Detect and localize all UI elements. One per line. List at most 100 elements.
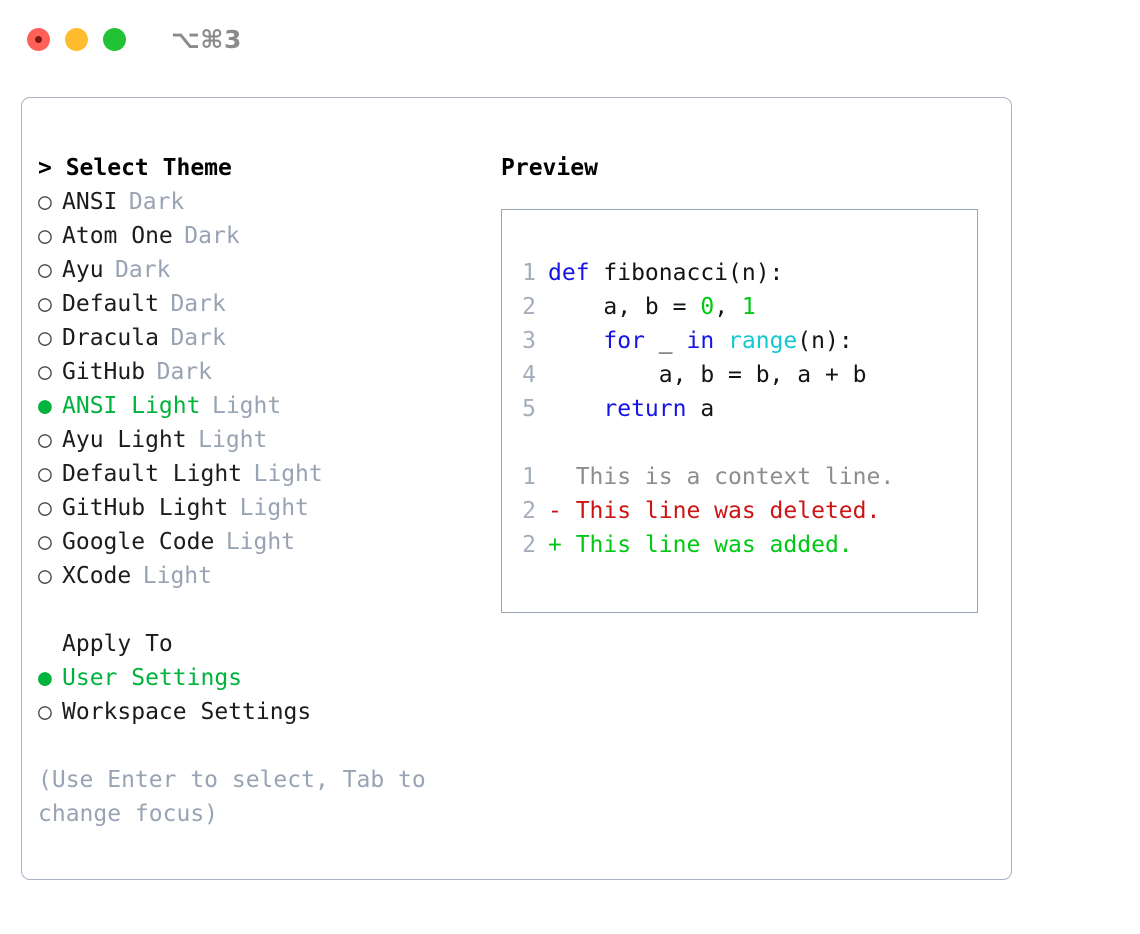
apply-to-option-user-settings[interactable]: ● User Settings <box>38 661 500 695</box>
code-line: 4 a, b = b, a + b <box>502 358 977 392</box>
theme-kind-label: Light <box>211 393 282 419</box>
theme-kind-label: Dark <box>184 223 240 249</box>
theme-name: Google Code <box>62 529 215 555</box>
diff-line-add: 2 + This line was added. <box>502 528 977 562</box>
code-token-num: 1 <box>741 294 756 320</box>
apply-to-heading: Apply To <box>62 631 173 657</box>
maximize-button[interactable] <box>103 27 126 51</box>
line-number: 1 <box>522 260 536 286</box>
code-token-num: 0 <box>700 294 715 320</box>
code-token-plain: (n): <box>797 328 853 354</box>
radio-unselected-icon[interactable]: ○ <box>38 257 52 283</box>
line-number: 4 <box>522 362 536 388</box>
theme-kind-label: Light <box>142 563 212 589</box>
theme-kind-label: Light <box>198 427 268 453</box>
line-number: 2 <box>522 532 536 558</box>
theme-name: XCode <box>62 563 132 589</box>
theme-kind-label: Dark <box>128 189 185 215</box>
theme-option-github[interactable]: ○ GitHub Dark <box>38 355 500 389</box>
line-number: 1 <box>522 464 536 490</box>
radio-unselected-icon[interactable]: ○ <box>38 189 52 215</box>
code-token-plain <box>548 396 603 422</box>
diff-sample: 1 This is a context line. 2 - This line wa… <box>502 460 977 562</box>
apply-to-options[interactable]: ● User Settings ○ Workspace Settings <box>38 661 500 729</box>
radio-unselected-icon[interactable]: ○ <box>38 529 52 555</box>
code-line-text: for _ in range(n): <box>548 324 853 358</box>
diff-line-ctx: 1 This is a context line. <box>502 460 977 494</box>
theme-name: Ayu Light <box>62 427 187 453</box>
code-line: 1 def fibonacci(n): <box>502 256 977 290</box>
radio-selected-icon[interactable]: ● <box>38 665 52 691</box>
radio-unselected-icon[interactable]: ○ <box>38 359 52 385</box>
theme-option-xcode[interactable]: ○ XCode Light <box>38 559 500 593</box>
radio-unselected-icon[interactable]: ○ <box>38 495 52 521</box>
code-token-kw: def <box>548 260 590 286</box>
theme-kind-label: Dark <box>115 257 171 283</box>
code-token-plain <box>714 328 728 354</box>
theme-kind-label: Light <box>239 495 309 521</box>
code-token-fn: range <box>728 328 798 354</box>
code-token-plain: a, b = <box>548 294 701 320</box>
theme-kind-label: Dark <box>170 291 226 317</box>
code-token-plain: _ <box>644 328 687 354</box>
code-line: 3 for _ in range(n): <box>502 324 977 358</box>
minimize-button[interactable] <box>65 27 88 51</box>
line-number: 3 <box>522 328 536 354</box>
radio-unselected-icon[interactable]: ○ <box>38 223 52 249</box>
diff-line-text: - This line was deleted. <box>548 498 881 524</box>
preview-heading: Preview <box>501 155 598 181</box>
radio-unselected-icon[interactable]: ○ <box>38 699 52 725</box>
apply-to-label: Workspace Settings <box>62 699 312 725</box>
theme-kind-label: Light <box>225 529 296 555</box>
keyboard-shortcut-label: ⌥⌘3 <box>171 24 242 54</box>
apply-to-option-workspace-settings[interactable]: ○ Workspace Settings <box>38 695 500 729</box>
apply-to-label: User Settings <box>62 665 243 691</box>
radio-unselected-icon[interactable]: ○ <box>38 427 52 453</box>
theme-name: Dracula <box>62 325 159 351</box>
code-line-text: a, b = b, a + b <box>548 358 867 392</box>
theme-option-google-code[interactable]: ○ Google Code Light <box>38 525 500 559</box>
code-token-kw: for <box>603 328 645 354</box>
diff-line-text: This is a context line. <box>548 464 895 490</box>
code-line: 2 a, b = 0, 1 <box>502 290 977 324</box>
code-token-kw: return <box>603 396 687 422</box>
radio-unselected-icon[interactable]: ○ <box>38 291 52 317</box>
code-line: 5 return a <box>502 392 977 426</box>
radio-selected-icon[interactable]: ● <box>38 393 52 419</box>
theme-kind-label: Dark <box>170 325 226 351</box>
radio-unselected-icon[interactable]: ○ <box>38 563 52 589</box>
theme-name: GitHub <box>62 359 146 385</box>
theme-option-dracula[interactable]: ○ Dracula Dark <box>38 321 500 355</box>
code-spacer <box>502 426 977 460</box>
theme-option-ayu[interactable]: ○ Ayu Dark <box>38 253 500 287</box>
window-controls <box>27 27 126 51</box>
theme-option-github-light[interactable]: ○ GitHub Light Light <box>38 491 500 525</box>
theme-option-ayu-light[interactable]: ○ Ayu Light Light <box>38 423 500 457</box>
theme-kind-label: Dark <box>156 359 212 385</box>
theme-option-ansi-light[interactable]: ● ANSI Light Light <box>38 389 500 423</box>
radio-unselected-icon[interactable]: ○ <box>38 325 52 351</box>
theme-name: GitHub Light <box>62 495 229 521</box>
radio-unselected-icon[interactable]: ○ <box>38 461 52 487</box>
theme-name: Ayu <box>62 257 104 283</box>
code-token-plain <box>548 328 603 354</box>
line-number: 2 <box>522 294 536 320</box>
close-button[interactable] <box>27 27 50 51</box>
code-token-plain: , <box>714 294 742 320</box>
code-token-plain: fibonacci(n): <box>589 260 784 286</box>
diff-line-text: + This line was added. <box>548 532 853 558</box>
line-number: 5 <box>522 396 536 422</box>
theme-name: ANSI Light <box>62 393 201 419</box>
code-token-plain: a <box>686 396 715 422</box>
code-token-plain: a, b = b, a + b <box>548 362 867 388</box>
theme-name: Default Light <box>62 461 243 487</box>
